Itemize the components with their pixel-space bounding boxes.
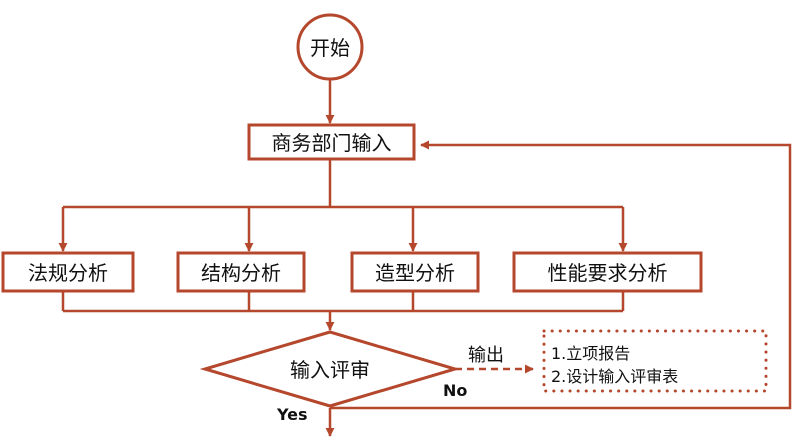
outputs-dotted-box — [542, 329, 768, 393]
connectors — [58, 79, 792, 437]
performance-analysis-node — [512, 251, 703, 293]
structure-analysis-node — [176, 251, 306, 293]
business-input-label: 商务部门输入 — [272, 131, 392, 155]
output-item-2: 2.设计输入评审表 — [551, 367, 678, 386]
arrow-loop-back — [330, 140, 792, 410]
performance-analysis-label: 性能要求分析 — [548, 261, 668, 285]
no-edge-label: No — [443, 381, 467, 400]
business-input-node — [247, 123, 416, 161]
yes-edge-label: Yes — [276, 405, 308, 424]
output-edge-label: 输出 — [468, 345, 504, 366]
styling-analysis-node — [350, 251, 480, 293]
legal-analysis-node — [1, 251, 135, 293]
legal-analysis-label: 法规分析 — [28, 261, 108, 285]
styling-analysis-label: 造型分析 — [375, 261, 455, 285]
input-review-node — [199, 330, 461, 408]
start-node — [296, 13, 364, 81]
input-review-label: 输入评审 — [290, 358, 370, 382]
start-label: 开始 — [310, 36, 350, 60]
structure-analysis-label: 结构分析 — [201, 261, 281, 285]
output-item-1: 1.立项报告 — [551, 344, 630, 363]
